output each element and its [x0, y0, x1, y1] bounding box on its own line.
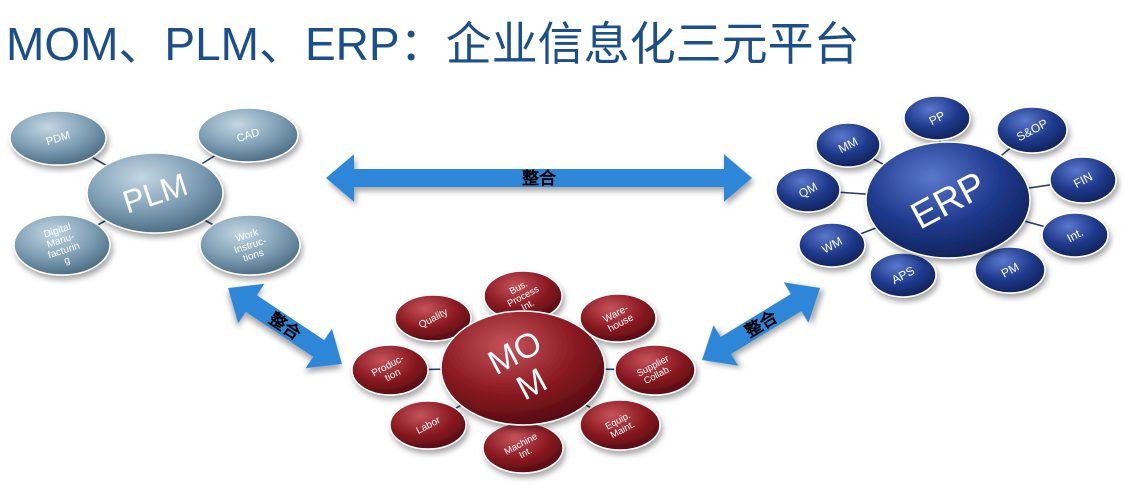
mom-satellite-node	[389, 400, 467, 450]
erp-satellite-label-line: Int.	[1064, 225, 1085, 245]
arrow-plm-mom: 整合	[227, 283, 343, 369]
arrow-plm-erp: 整合	[326, 154, 752, 202]
mom-satellite-node	[351, 344, 429, 396]
mom-satellite-label-line: Int.	[517, 445, 534, 461]
arrow-plm-erp-shape	[326, 154, 752, 202]
erp-hub-node	[865, 141, 1031, 259]
plm-hub-node	[86, 152, 224, 234]
plm-satellite-node	[9, 110, 107, 166]
mom-hub-node	[440, 310, 606, 426]
arrow-plm-mom-shape	[227, 283, 343, 369]
plm-satellite-node	[199, 214, 301, 276]
erp-satellite-node	[798, 222, 866, 268]
erp-satellite-node	[815, 122, 881, 168]
erp-satellite-node	[903, 95, 971, 141]
erp-satellite-node	[996, 106, 1068, 154]
arrow-mom-erp: 整合	[702, 282, 820, 366]
erp-satellite-label: PP	[927, 108, 948, 128]
plm-satellite-label-line: g	[63, 255, 72, 267]
mom-satellite-node	[394, 294, 472, 342]
erp-satellite-label: Int.	[1064, 225, 1085, 245]
arrow-plm-erp-label: 整合	[522, 168, 557, 189]
erp-satellite-node	[974, 246, 1046, 294]
mom-satellite-node	[579, 399, 661, 451]
plm-satellite-node	[197, 107, 299, 163]
page-title: MOM、PLM、ERP：企业信息化三元平台	[6, 18, 860, 70]
erp-satellite-label-line: PP	[927, 108, 948, 128]
arrow-mom-erp-shape	[702, 282, 820, 366]
erp-satellite-node	[869, 252, 937, 298]
mom-satellite-node	[614, 344, 696, 396]
mom-satellite-label-line: Int.	[520, 298, 537, 314]
erp-satellite-node	[1041, 212, 1109, 258]
plm-satellite-node	[13, 214, 111, 276]
mom-satellite-node	[579, 293, 657, 343]
erp-satellite-node	[775, 167, 841, 213]
erp-satellite-node	[1049, 156, 1117, 204]
